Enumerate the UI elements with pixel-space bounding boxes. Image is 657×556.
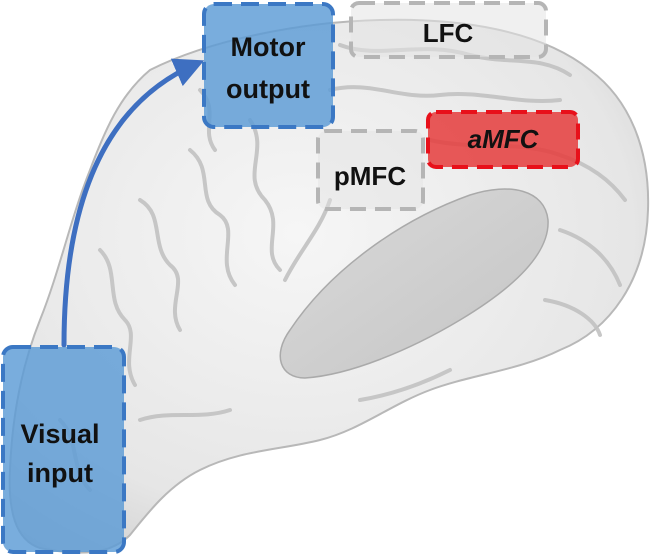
visual-input-label-line1: Visual [20,419,99,449]
processing-arrow [61,58,205,348]
amfc-region: aMFC [426,110,580,169]
motor-output-label-line2: output [226,74,310,104]
amfc-label: aMFC [468,124,540,154]
medial-wall [279,188,549,379]
visual-input-label-line2: input [27,458,93,488]
motor-output-label-line1: Motor [231,32,306,62]
visual-input-region: Visual input [1,345,126,554]
pmfc-label: pMFC [334,161,406,191]
pmfc-region: pMFC [316,129,425,211]
lfc-region: LFC [349,1,548,59]
lfc-label: LFC [423,18,474,48]
motor-output-region: Motor output [202,2,335,129]
